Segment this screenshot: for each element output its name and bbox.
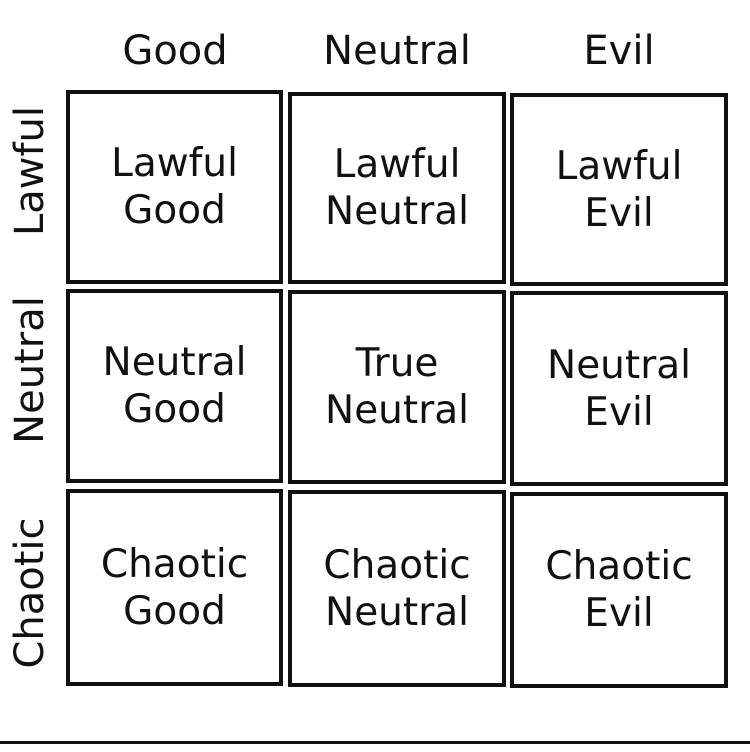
cell-line: Good (123, 387, 226, 432)
bottom-divider (0, 741, 750, 744)
cell-line: Good (123, 188, 226, 233)
cell-lawful-evil: Lawful Evil (510, 93, 728, 286)
row-header-neutral-label: Neutral (7, 296, 53, 444)
cell-chaotic-neutral: Chaotic Neutral (288, 490, 506, 687)
cell-line: Evil (584, 389, 654, 435)
cell-true-neutral: True Neutral (288, 290, 506, 484)
cell-line: Neutral (325, 589, 469, 635)
cell-line: Neutral (325, 189, 469, 234)
cell-line: Lawful (333, 142, 461, 187)
cell-line: Evil (584, 591, 654, 636)
cell-line: Lawful (555, 143, 683, 189)
cell-neutral-good: Neutral Good (66, 289, 283, 483)
cell-line: Chaotic (323, 542, 471, 588)
row-header-lawful-label: Lawful (7, 105, 53, 237)
cell-line: Neutral (547, 342, 691, 388)
column-header-neutral: Neutral (323, 28, 471, 74)
cell-line: Neutral (102, 340, 247, 385)
cell-lawful-good: Lawful Good (66, 90, 283, 284)
cell-line: Neutral (325, 388, 469, 433)
cell-line: True (355, 341, 439, 386)
cell-chaotic-evil: Chaotic Evil (510, 492, 728, 688)
cell-line: Good (123, 588, 226, 634)
cell-line: Chaotic (100, 541, 249, 587)
cell-line: Chaotic (545, 544, 693, 589)
cell-neutral-evil: Neutral Evil (510, 291, 728, 486)
row-header-chaotic-label: Chaotic (7, 517, 53, 669)
cell-lawful-neutral: Lawful Neutral (288, 92, 506, 284)
column-header-evil: Evil (583, 28, 655, 74)
cell-line: Evil (584, 190, 654, 236)
cell-chaotic-good: Chaotic Good (66, 489, 283, 686)
cell-line: Lawful (111, 141, 238, 186)
column-header-good: Good (122, 28, 228, 74)
